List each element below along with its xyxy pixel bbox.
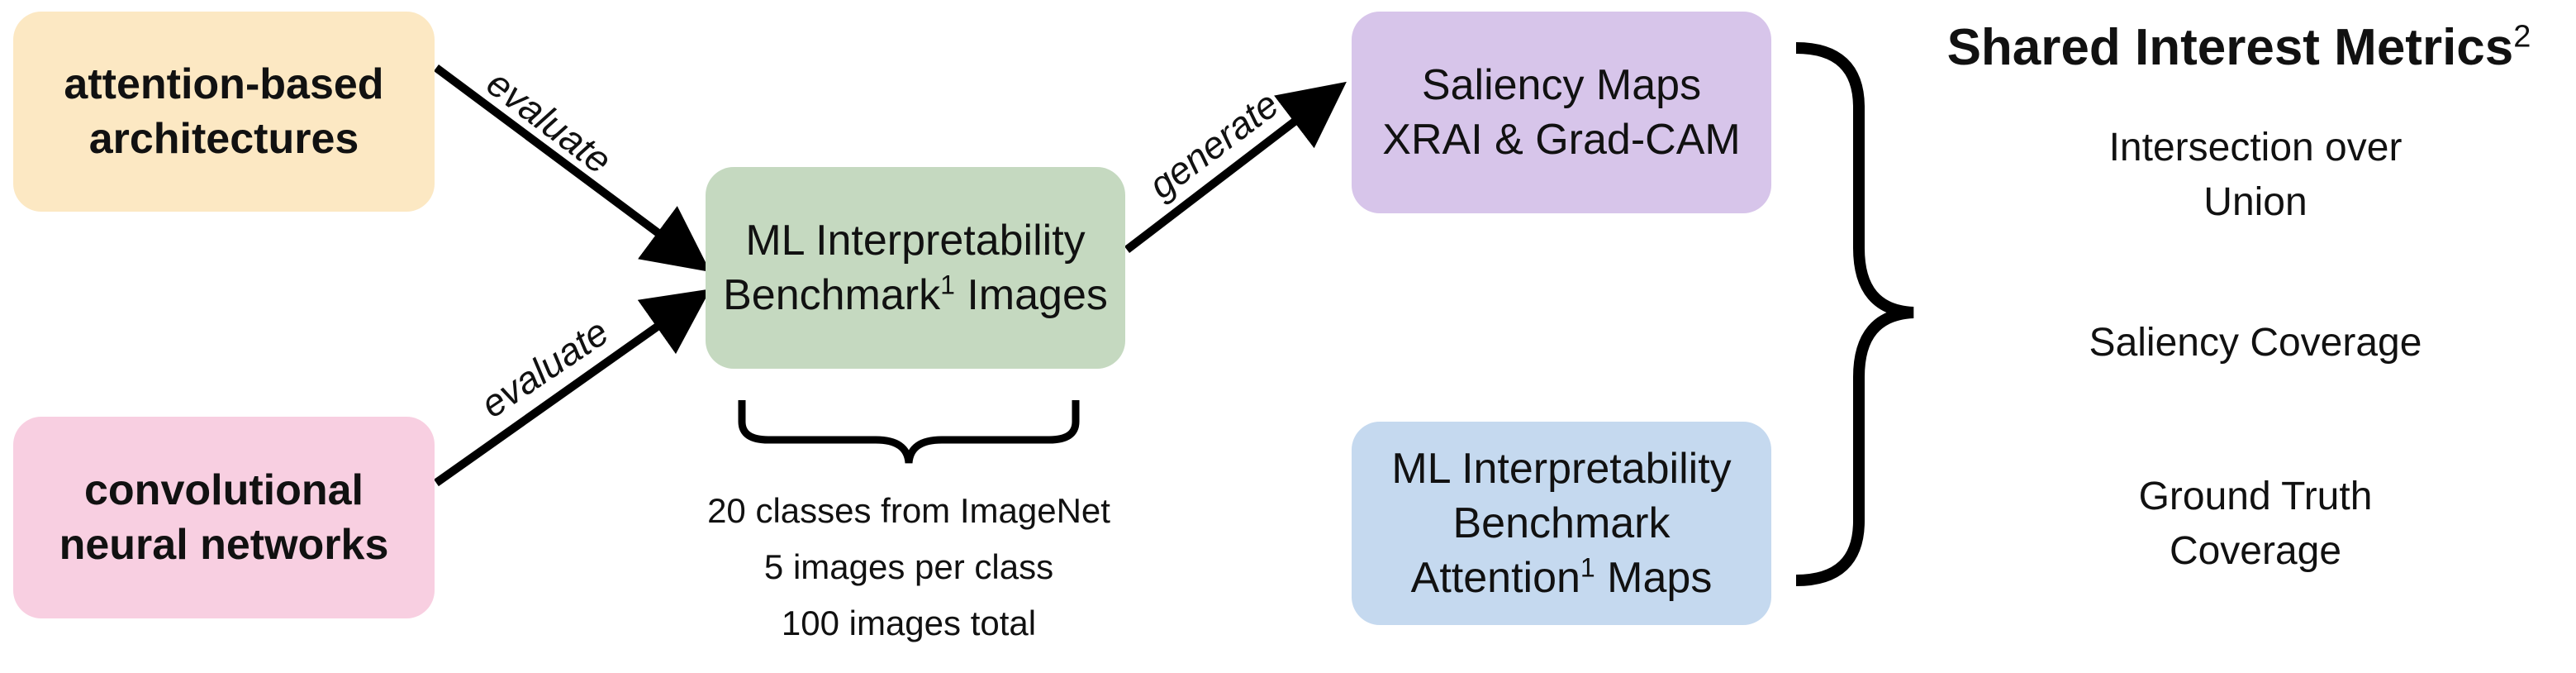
dataset-note: 5 images per class xyxy=(763,547,1054,586)
dataset-brace xyxy=(738,400,1080,464)
node-attention-based-architectures: attention-based architectures xyxy=(13,12,435,212)
node-label: Benchmark xyxy=(1452,499,1671,547)
node-label: Attention1 Maps xyxy=(1411,551,1713,605)
footnote-marker: 1 xyxy=(1580,552,1595,583)
metric-item-saliency-coverage: Saliency Coverage xyxy=(1925,316,2576,370)
arrow-cnn-to-benchmark xyxy=(434,289,711,487)
node-attention-maps: ML Interpretability Benchmark Attention1… xyxy=(1352,422,1771,625)
node-label: ML Interpretability xyxy=(1391,445,1732,493)
maps-brace xyxy=(1795,42,1914,586)
dataset-note: 20 classes from ImageNet xyxy=(707,491,1110,530)
metric-label: Ground Truth xyxy=(2138,475,2373,518)
footnote-marker: 1 xyxy=(940,270,955,300)
metric-label: Saliency Coverage xyxy=(2089,321,2422,365)
arrow-benchmark-to-saliency xyxy=(1124,81,1347,253)
node-label-text: Maps xyxy=(1595,554,1713,602)
arrow-attention-to-benchmark xyxy=(434,64,711,272)
metric-label: Union xyxy=(2203,180,2307,224)
node-label: XRAI & Grad-CAM xyxy=(1382,116,1741,164)
node-label-text: Attention xyxy=(1410,554,1580,602)
metric-label: Intersection over xyxy=(2108,126,2403,169)
footnote-marker: 2 xyxy=(2513,19,2531,55)
node-convolutional-neural-networks: convolutional neural networks xyxy=(13,417,435,618)
metric-label: Coverage xyxy=(2169,529,2342,573)
node-label: architectures xyxy=(88,115,359,163)
node-label: convolutional xyxy=(84,466,364,514)
node-label-text: Benchmark xyxy=(723,271,941,319)
metric-item-ground-truth-coverage: Ground Truth Coverage xyxy=(1925,470,2576,579)
node-label-text: Images xyxy=(954,271,1108,319)
metric-item-iou: Intersection over Union xyxy=(1925,121,2576,230)
dataset-note: 100 images total xyxy=(781,604,1037,642)
node-label: Benchmark1 Images xyxy=(723,268,1108,322)
metrics-title-text: Shared Interest Metrics xyxy=(1946,19,2514,76)
node-label: ML Interpretability xyxy=(745,217,1086,265)
node-benchmark-images: ML Interpretability Benchmark1 Images xyxy=(706,167,1125,369)
node-label: Saliency Maps xyxy=(1421,61,1702,109)
node-label: attention-based xyxy=(64,60,384,108)
node-saliency-maps: Saliency Maps XRAI & Grad-CAM xyxy=(1352,12,1771,213)
metrics-title: Shared Interest Metrics2 xyxy=(1908,18,2569,77)
node-label: neural networks xyxy=(59,521,389,569)
